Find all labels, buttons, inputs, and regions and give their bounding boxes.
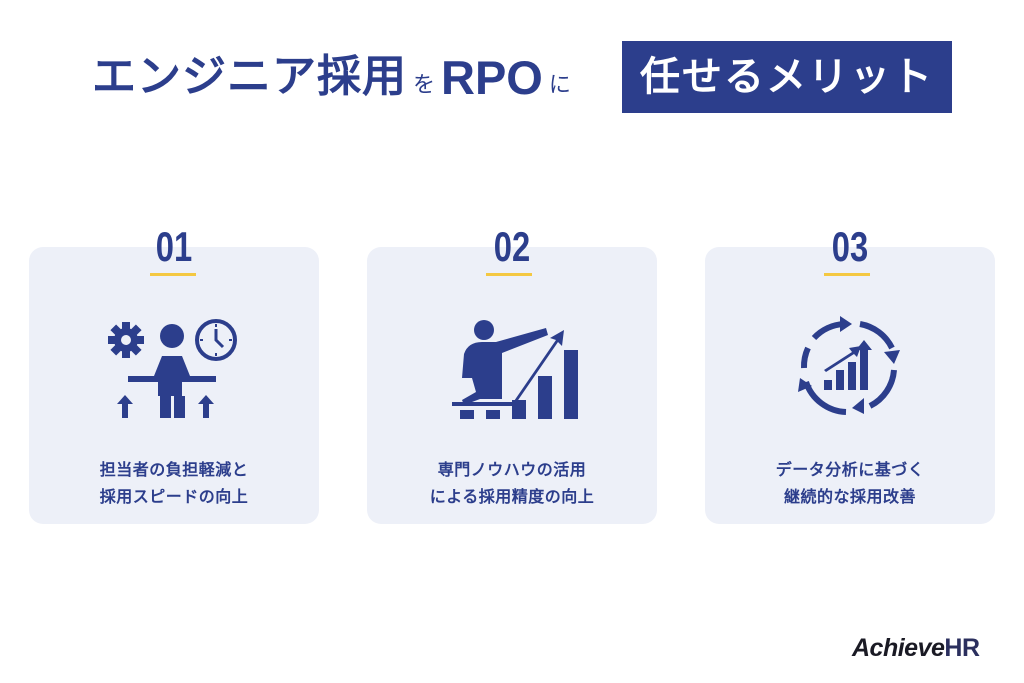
achievehr-logo: AchieveHR bbox=[852, 636, 980, 661]
merit-number-3: 03 bbox=[831, 223, 869, 270]
page-title: エンジニア採用 を RPO に bbox=[92, 41, 577, 113]
merit-number-1: 01 bbox=[155, 223, 193, 270]
title-particle-wo: を bbox=[413, 73, 436, 98]
merit-underline-2 bbox=[486, 273, 532, 276]
merit-underline-3 bbox=[824, 273, 870, 276]
merit-number-2: 02 bbox=[493, 223, 531, 270]
merit-description-1-line2: 採用スピードの向上 bbox=[99, 487, 249, 506]
merit-description-2: 専門ノウハウの活用 による採用精度の向上 bbox=[367, 456, 657, 510]
logo-text-hr: HR bbox=[944, 634, 980, 662]
logo-text-achieve: Achieve bbox=[852, 634, 945, 662]
merit-description-2-line2: による採用精度の向上 bbox=[429, 487, 595, 506]
cycle-growth-chart-icon bbox=[798, 316, 900, 415]
merit-description-3-line2: 継続的な採用改善 bbox=[783, 487, 916, 506]
title-text-engineer-hiring: エンジニア採用 bbox=[92, 51, 407, 102]
merit-description-3-line1: データ分析に基づく bbox=[775, 460, 925, 479]
title-highlight-text: 任せるメリット bbox=[640, 54, 934, 100]
merit-card-2 bbox=[367, 247, 657, 524]
merit-description-2-line1: 専門ノウハウの活用 bbox=[437, 460, 587, 479]
merit-description-3: データ分析に基づく 継続的な採用改善 bbox=[705, 456, 995, 510]
title-text-rpo: RPO bbox=[441, 50, 543, 104]
merit-description-1: 担当者の負担軽減と 採用スピードの向上 bbox=[29, 456, 319, 510]
title-highlight-box: 任せるメリット bbox=[622, 41, 952, 113]
person-gear-clock-icon bbox=[108, 319, 237, 418]
merit-underline-1 bbox=[150, 273, 196, 276]
merit-description-1-line1: 担当者の負担軽減と bbox=[99, 460, 249, 479]
presenter-growth-chart-icon bbox=[452, 320, 578, 419]
title-particle-ni: に bbox=[548, 73, 571, 98]
